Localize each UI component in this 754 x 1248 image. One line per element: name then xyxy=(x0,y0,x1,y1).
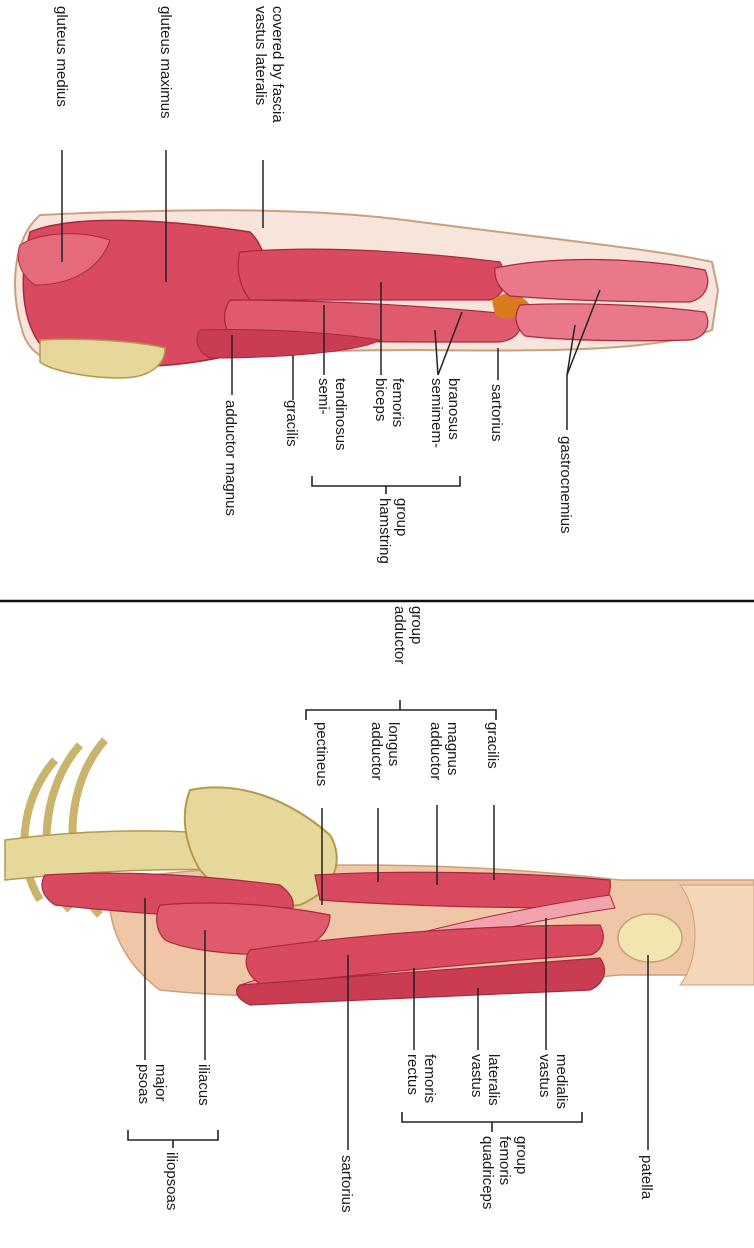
label-adductor-group-line1: adductor xyxy=(391,606,408,664)
label-vastus-lateralis-line1: vastus lateralis xyxy=(252,6,269,105)
label-adductor-longus-line1: adductor xyxy=(368,722,385,780)
posterior-sacrum-shape xyxy=(40,339,165,378)
label-adductor-magnus-line1: adductor xyxy=(427,722,444,780)
gastrocnemius-medial-shape xyxy=(516,304,708,341)
label-semitendinosus-line2: tendinosus xyxy=(332,378,349,451)
label-hamstring-group-line1: hamstring xyxy=(376,498,393,564)
label-gluteus-medius: gluteus medius xyxy=(53,6,70,107)
label-biceps-femoris-line1: biceps xyxy=(372,378,389,421)
label-psoas-major-line2: major xyxy=(152,1064,169,1102)
label-sartorius-posterior: sartorius xyxy=(488,384,505,442)
quadriceps-bracket xyxy=(402,1112,582,1132)
label-rectus-femoris-line1: rectus xyxy=(404,1054,421,1095)
label-quadriceps-line3: group xyxy=(513,1136,530,1174)
label-vastus-lateralis-line2: covered by fascia xyxy=(269,6,286,123)
label-quadriceps-line2: femoris xyxy=(496,1136,513,1185)
label-adductor-longus-line2: longus xyxy=(385,722,402,766)
iliopsoas-bracket xyxy=(128,1130,218,1148)
hamstring-bracket xyxy=(312,476,460,494)
label-vastus-lateralis-line2-anterior: lateralis xyxy=(485,1054,502,1106)
label-gluteus-maximus: gluteus maximus xyxy=(157,6,174,119)
label-vastus-medialis-line2: medialis xyxy=(553,1054,570,1109)
label-adductor-group-line2: group xyxy=(408,606,425,644)
label-biceps-femoris-line2: femoris xyxy=(389,378,406,427)
label-adductor-magnus: adductor magnus xyxy=(222,400,239,516)
label-rectus-femoris-line2: femoris xyxy=(421,1054,438,1103)
label-sartorius-anterior: sartorius xyxy=(338,1155,355,1213)
label-pectineus: pectineus xyxy=(313,722,330,786)
label-quadriceps-line1: quadriceps xyxy=(479,1136,496,1209)
label-gracilis: gracilis xyxy=(283,400,300,447)
label-gastrocnemius: gastrocnemius xyxy=(557,436,574,534)
label-patella: patella xyxy=(638,1155,655,1200)
label-psoas-major-line1: psoas xyxy=(135,1064,152,1104)
label-iliacus: iliacus xyxy=(195,1064,212,1106)
label-iliopsoas: iliopsoas xyxy=(163,1152,180,1210)
gastrocnemius-lateral-shape xyxy=(495,260,708,302)
patella-shape xyxy=(618,914,682,962)
adductor-group-bracket xyxy=(306,700,496,720)
label-gracilis-anterior: gracilis xyxy=(484,722,501,769)
label-hamstring-group-line2: group xyxy=(393,498,410,536)
posterior-view-illustration xyxy=(15,210,718,378)
label-vastus-lateralis-line1-anterior: vastus xyxy=(468,1054,485,1097)
label-semitendinosus-line1: semi- xyxy=(315,378,332,415)
label-semimembranosus-line2: branosus xyxy=(445,378,462,440)
label-semimembranosus-line1: semimem- xyxy=(428,378,445,448)
label-adductor-magnus-line2: magnus xyxy=(444,722,461,775)
label-vastus-medialis-line1: vastus xyxy=(536,1054,553,1097)
